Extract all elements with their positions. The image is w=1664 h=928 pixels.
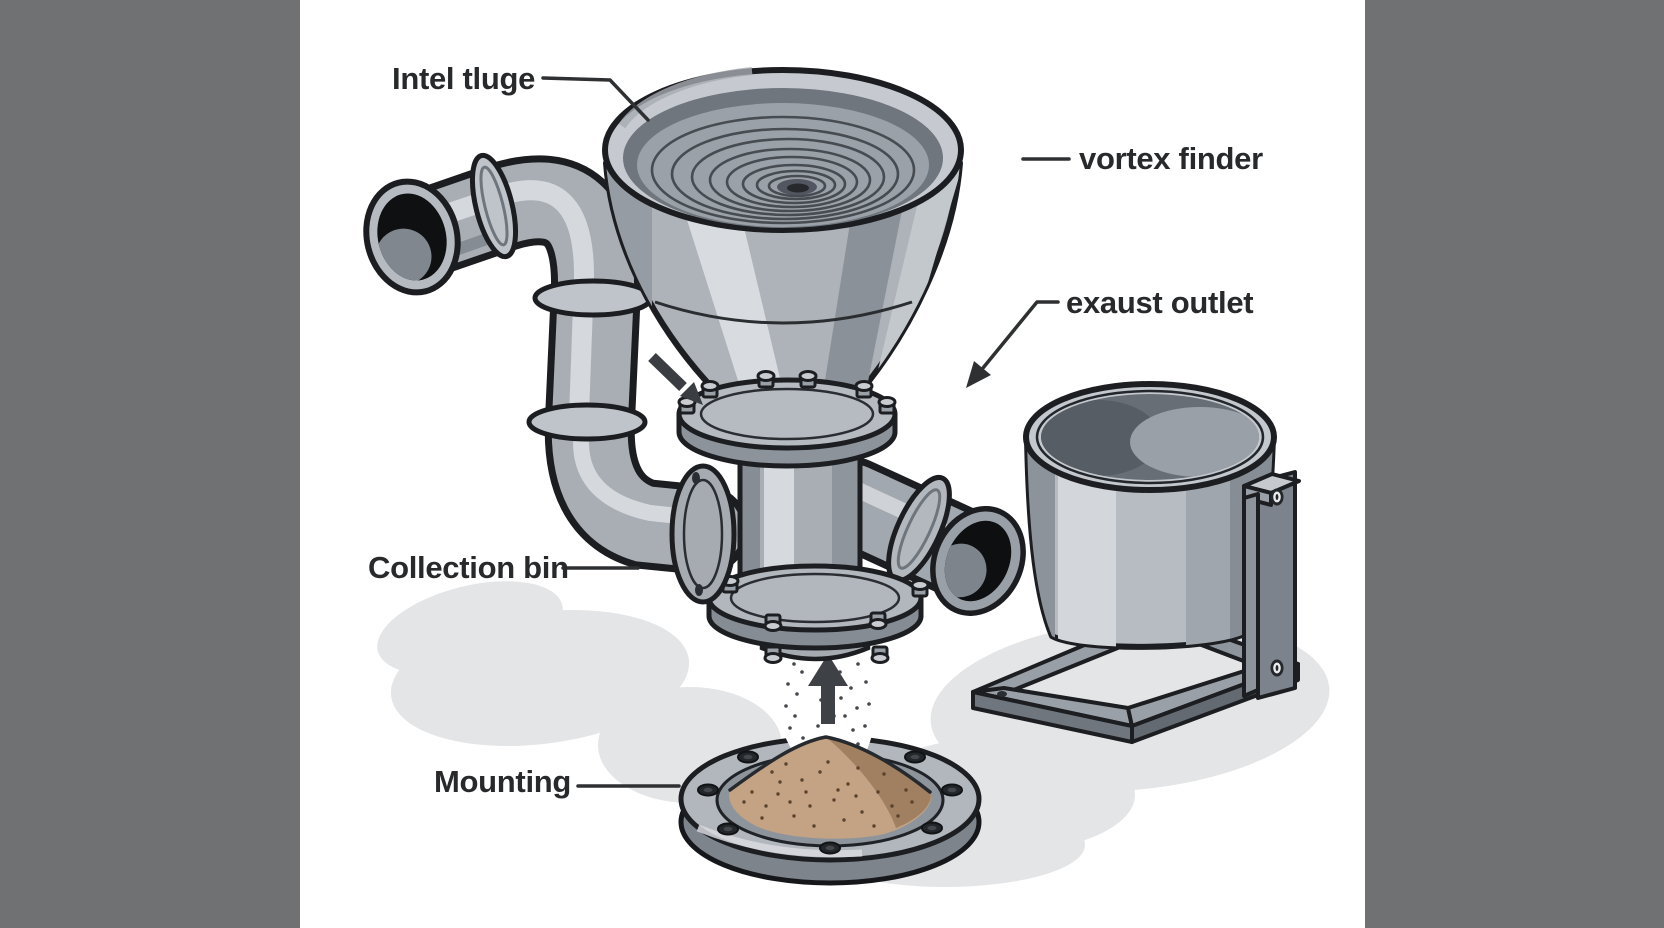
stand-bolt-holes bbox=[1270, 488, 1284, 677]
illustration-panel: Intel tluge vortex finder exaust outlet … bbox=[300, 0, 1365, 928]
leader-lines bbox=[541, 76, 1071, 788]
leader-line-inlet-flange bbox=[541, 76, 650, 122]
inlet-flange-ring bbox=[669, 463, 737, 605]
right-letterbox-bar bbox=[1365, 0, 1664, 928]
label-mounting: Mounting bbox=[434, 764, 572, 799]
sand-pile bbox=[697, 735, 963, 855]
cyclone-funnel bbox=[602, 67, 964, 409]
sand-speckles bbox=[742, 760, 914, 828]
inlet-collar-ring bbox=[469, 152, 519, 260]
label-collection-bin: Collection bin bbox=[368, 550, 569, 585]
ground-shadows bbox=[377, 581, 1330, 887]
cyclone-separator-illustration bbox=[363, 67, 1330, 887]
left-letterbox-bar bbox=[0, 0, 300, 928]
label-exhaust-outlet: exaust outlet bbox=[1066, 285, 1254, 320]
outlet-pipe-opening bbox=[930, 506, 1026, 616]
separator-body bbox=[669, 370, 930, 664]
collection-bucket bbox=[1023, 381, 1277, 650]
vortex-swirl bbox=[650, 115, 916, 225]
down-arrow-icon bbox=[648, 353, 703, 405]
bucket-stand bbox=[971, 470, 1301, 744]
label-inlet-flange: Intel tluge bbox=[392, 61, 536, 96]
inlet-elbow-pipe bbox=[363, 152, 749, 575]
bottom-flange bbox=[706, 563, 930, 664]
up-arrow-icon bbox=[808, 654, 848, 724]
top-flange bbox=[676, 370, 898, 469]
bucket-interior bbox=[1041, 400, 1259, 477]
inlet-pipe-opening bbox=[363, 178, 461, 296]
label-vortex-finder: vortex finder bbox=[1079, 141, 1263, 176]
outlet-pipe bbox=[806, 457, 1026, 616]
leader-line-exhaust-outlet bbox=[966, 300, 1060, 388]
